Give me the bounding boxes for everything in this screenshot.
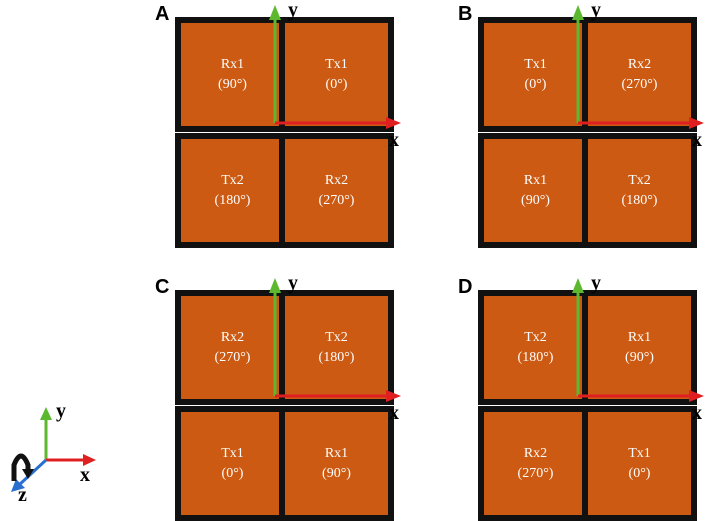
- y-axis-label: y: [591, 272, 601, 294]
- panel-c: C Rx2 (270°) Tx2 (180°) Tx1 (0°) Rx1 (90°) y…: [155, 272, 435, 521]
- triad-z-label: z: [18, 484, 27, 504]
- x-axis-arrow: [386, 117, 401, 129]
- element-name: Rx1: [324, 445, 349, 461]
- element-phase: (180°): [517, 349, 554, 365]
- element-phase: (270°): [517, 465, 554, 481]
- x-axis-label: x: [389, 402, 399, 424]
- y-axis-label: y: [591, 0, 601, 21]
- panel-label: B: [458, 3, 473, 25]
- element-name: Tx1: [628, 445, 651, 461]
- element-name: Tx1: [524, 56, 547, 72]
- element-name: Rx2: [220, 329, 245, 345]
- x-axis-label: x: [389, 129, 399, 151]
- panel-label: D: [458, 276, 473, 298]
- array-element: Rx2 (270°): [279, 133, 394, 248]
- y-axis-arrow: [269, 5, 281, 20]
- element-phase: (0°): [325, 76, 348, 92]
- element-name: Tx2: [221, 172, 244, 188]
- array-element: Rx1 (90°): [582, 290, 697, 405]
- panel-a: A Rx1 (90°) Tx1 (0°) Tx2 (180°) Rx2 (270°) y…: [155, 0, 435, 248]
- rotation-arrow-icon: [11, 453, 31, 481]
- triad-x-label: x: [80, 464, 90, 486]
- element-phase: (90°): [322, 465, 351, 481]
- element-name: Rx1: [523, 172, 548, 188]
- y-axis-label: y: [288, 0, 298, 21]
- panel-label: A: [155, 3, 170, 25]
- axes: y x: [572, 0, 704, 151]
- x-axis-arrow: [689, 117, 704, 129]
- element-name: Tx1: [325, 56, 348, 72]
- element-name: Tx2: [628, 172, 651, 188]
- y-axis-arrow: [269, 278, 281, 293]
- array-element: Rx1 (90°): [175, 17, 290, 132]
- element-phase: (90°): [521, 192, 550, 208]
- x-axis-arrow: [386, 390, 401, 402]
- element-name: Tx1: [221, 445, 244, 461]
- array-element: Tx2 (180°): [582, 133, 697, 248]
- element-phase: (90°): [625, 349, 654, 365]
- x-axis-label: x: [692, 129, 702, 151]
- element-name: Tx2: [524, 329, 547, 345]
- element-name: Rx2: [523, 445, 548, 461]
- y-axis-arrow: [572, 5, 584, 20]
- element-phase: (270°): [621, 76, 658, 92]
- element-phase: (0°): [221, 465, 244, 481]
- element-name: Rx2: [324, 172, 349, 188]
- element-phase: (270°): [214, 349, 251, 365]
- element-phase: (270°): [318, 192, 355, 208]
- rotation-arrowhead: [22, 469, 34, 479]
- coordinate-triad: y x z: [11, 400, 96, 504]
- y-axis-arrow: [572, 278, 584, 293]
- triad-z-axis: [17, 458, 48, 487]
- panel-label: C: [155, 276, 170, 298]
- array-element: Tx1 (0°): [478, 17, 593, 132]
- x-axis-arrow: [689, 390, 704, 402]
- array-element: Rx1 (90°): [478, 133, 593, 248]
- array-element: Tx2 (180°): [175, 133, 290, 248]
- element-phase: (180°): [621, 192, 658, 208]
- panel-d: D Tx2 (180°) Rx1 (90°) Rx2 (270°) Tx1 (0°) y…: [458, 272, 706, 521]
- x-axis-label: x: [692, 402, 702, 424]
- array-element: Tx1 (0°): [279, 17, 394, 132]
- element-phase: (180°): [318, 349, 355, 365]
- element-name: Rx1: [627, 329, 652, 345]
- element-phase: (180°): [214, 192, 251, 208]
- axes: y x: [572, 272, 704, 424]
- element-name: Tx2: [325, 329, 348, 345]
- triad-z-arrow: [11, 479, 25, 492]
- axes: y x: [269, 0, 401, 151]
- element-phase: (90°): [218, 76, 247, 92]
- element-name: Rx2: [627, 56, 652, 72]
- axes: y x: [269, 272, 401, 424]
- element-phase: (0°): [628, 465, 651, 481]
- y-axis-label: y: [288, 272, 298, 294]
- panel-b: B Tx1 (0°) Rx2 (270°) Rx1 (90°) Tx2 (180°) y…: [458, 0, 706, 248]
- element-name: Rx1: [220, 56, 245, 72]
- array-element: Rx2 (270°): [582, 17, 697, 132]
- triad-y-arrow: [40, 407, 52, 420]
- element-phase: (0°): [524, 76, 547, 92]
- triad-y-label: y: [56, 400, 66, 422]
- triad-x-arrow: [83, 454, 96, 466]
- array-element: Tx2 (180°): [279, 290, 394, 405]
